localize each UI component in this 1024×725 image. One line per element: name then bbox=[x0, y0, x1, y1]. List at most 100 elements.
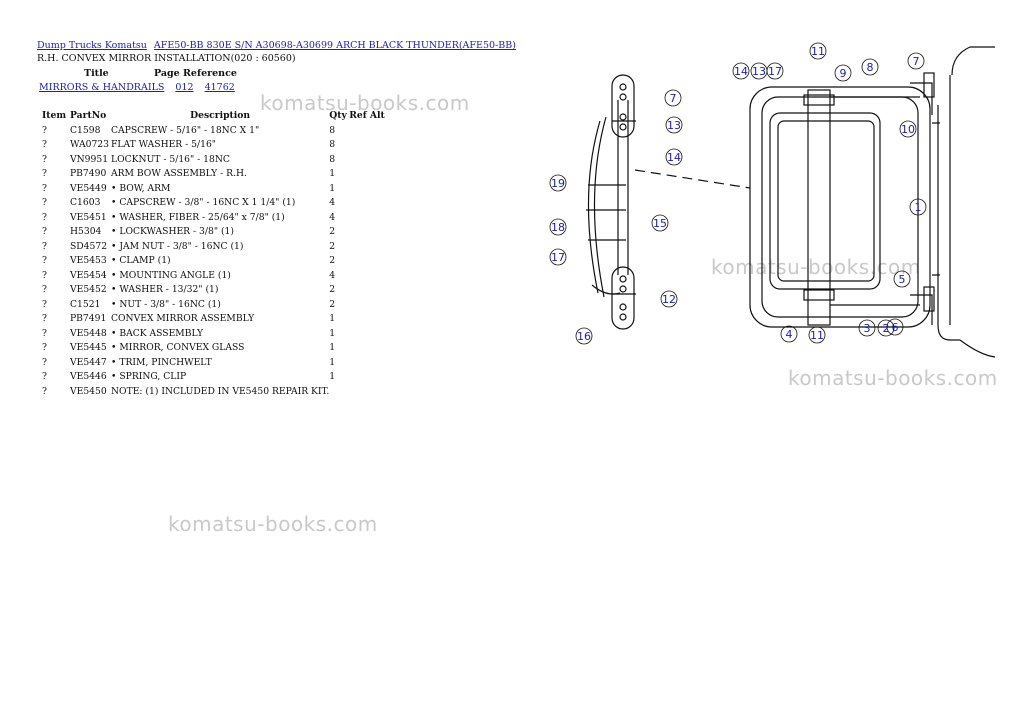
reference-title-header: Title bbox=[84, 68, 109, 79]
cell-item: ? bbox=[42, 168, 47, 179]
cell-description: • WASHER - 13/32" (1) bbox=[111, 284, 219, 295]
mirror-glass bbox=[769, 112, 881, 290]
callout-9: 9 bbox=[834, 64, 852, 82]
cell-description: FLAT WASHER - 5/16" bbox=[111, 139, 217, 150]
cell-description: • LOCKWASHER - 3/8" (1) bbox=[111, 226, 234, 237]
cell-qty: 8 bbox=[329, 153, 336, 165]
cell-item: ? bbox=[42, 226, 47, 237]
callout-7: 7 bbox=[664, 89, 682, 107]
cell-part-number: C1521 bbox=[70, 298, 101, 310]
callout-17: 17 bbox=[549, 248, 567, 266]
cell-part-number: VE5450 bbox=[70, 385, 107, 397]
cell-item: ? bbox=[42, 371, 47, 382]
cell-part-number: H5304 bbox=[70, 226, 102, 237]
cell-item: ? bbox=[42, 197, 47, 208]
callout-label: 7 bbox=[670, 92, 677, 105]
breadcrumb: Dump Trucks Komatsu AFE50-BB 830E S/N A3… bbox=[37, 40, 520, 51]
cell-qty: 1 bbox=[329, 342, 336, 353]
callout-1: 1 bbox=[909, 198, 927, 216]
table-row: ?VE5452• WASHER - 13/32" (1)2 bbox=[38, 283, 389, 298]
cell-ref-alt bbox=[349, 153, 389, 168]
cell-part-number: VE5446 bbox=[70, 371, 107, 382]
cell-item: ? bbox=[42, 356, 47, 368]
watermark-text: komatsu-books.com bbox=[788, 366, 998, 390]
callout-label: 4 bbox=[786, 328, 793, 341]
callout-10: 10 bbox=[899, 120, 917, 138]
cell-item: ? bbox=[42, 385, 47, 397]
cell-qty: 4 bbox=[329, 269, 336, 281]
cell-part-number: SD4572 bbox=[70, 240, 108, 252]
callout-17: 17 bbox=[766, 62, 784, 80]
cell-qty: 1 bbox=[329, 356, 336, 368]
cell-ref-alt bbox=[349, 211, 389, 226]
cell-ref-alt bbox=[349, 225, 389, 240]
callout-label: 13 bbox=[752, 65, 766, 78]
cell-part-number: C1603 bbox=[70, 197, 101, 208]
reference-page-header: Page Reference bbox=[154, 68, 237, 79]
cell-description: CAPSCREW - 5/16" - 18NC X 1" bbox=[111, 124, 260, 136]
callout-label: 8 bbox=[867, 61, 874, 74]
callout-label: 7 bbox=[913, 55, 920, 68]
cell-part-number: VE5445 bbox=[70, 342, 107, 353]
cell-item: ? bbox=[42, 124, 47, 136]
reference-page-link[interactable]: 012 bbox=[175, 82, 194, 93]
cell-part-number: C1598 bbox=[70, 124, 101, 136]
cell-qty: 8 bbox=[329, 139, 336, 150]
reference-title-link[interactable]: MIRRORS & HANDRAILS bbox=[39, 82, 165, 93]
callout-label: 15 bbox=[653, 217, 667, 230]
cell-ref-alt bbox=[349, 370, 389, 385]
cell-description: • CLAMP (1) bbox=[111, 255, 171, 266]
convex-mirror-profile bbox=[587, 116, 607, 298]
reference-row: MIRRORS & HANDRAILS 012 41762 bbox=[39, 82, 243, 93]
callout-label: 18 bbox=[551, 221, 565, 234]
arm-bow bbox=[617, 100, 629, 275]
cell-item: ? bbox=[42, 255, 47, 266]
callout-8: 8 bbox=[861, 58, 879, 76]
cell-description: ARM BOW ASSEMBLY - R.H. bbox=[111, 168, 247, 179]
callout-label: 3 bbox=[864, 322, 871, 335]
cell-description: • JAM NUT - 3/8" - 16NC (1) bbox=[111, 240, 244, 252]
callout-13: 13 bbox=[750, 62, 768, 80]
cell-ref-alt bbox=[349, 196, 389, 211]
callout-label: 5 bbox=[899, 273, 906, 286]
callout-12: 12 bbox=[660, 290, 678, 308]
cell-part-number: VN9951 bbox=[70, 153, 109, 165]
callout-label: 14 bbox=[667, 151, 681, 164]
reference-ref-link[interactable]: 41762 bbox=[204, 82, 235, 93]
table-row: ?VE5454• MOUNTING ANGLE (1)4 bbox=[38, 269, 389, 284]
cell-qty: 2 bbox=[329, 298, 336, 310]
cell-ref-alt bbox=[349, 138, 389, 153]
lower-mount-plate bbox=[611, 266, 635, 330]
breadcrumb-link-category[interactable]: Dump Trucks Komatsu bbox=[37, 40, 147, 51]
callout-label: 14 bbox=[734, 65, 748, 78]
cell-qty: 1 bbox=[329, 371, 336, 382]
cell-qty: 2 bbox=[329, 226, 336, 237]
callout-3: 3 bbox=[858, 319, 876, 337]
col-part-header: PartNo bbox=[70, 110, 107, 121]
breadcrumb-link-model[interactable]: AFE50-BB 830E S/N A30698-A30699 ARCH BLA… bbox=[153, 40, 516, 51]
cell-item: ? bbox=[42, 342, 47, 353]
table-row: ?C1521• NUT - 3/8" - 16NC (1)2 bbox=[38, 298, 389, 313]
cell-description: • TRIM, PINCHWELT bbox=[111, 356, 212, 368]
cell-ref-alt bbox=[349, 327, 389, 342]
cell-ref-alt bbox=[349, 283, 389, 298]
callout-label: 19 bbox=[551, 177, 565, 190]
cell-qty: 2 bbox=[329, 240, 336, 252]
callout-label: 10 bbox=[901, 123, 915, 136]
callout-label: 11 bbox=[810, 329, 824, 342]
callout-15: 15 bbox=[651, 214, 669, 232]
cell-description: • BACK ASSEMBLY bbox=[111, 327, 204, 339]
cell-part-number: VE5451 bbox=[70, 211, 107, 223]
callout-label: 17 bbox=[551, 251, 565, 264]
callout-16: 16 bbox=[575, 327, 593, 345]
cell-qty: 1 bbox=[329, 313, 336, 324]
cell-item: ? bbox=[42, 298, 47, 310]
callout-14: 14 bbox=[665, 148, 683, 166]
cell-qty: 4 bbox=[329, 197, 336, 208]
